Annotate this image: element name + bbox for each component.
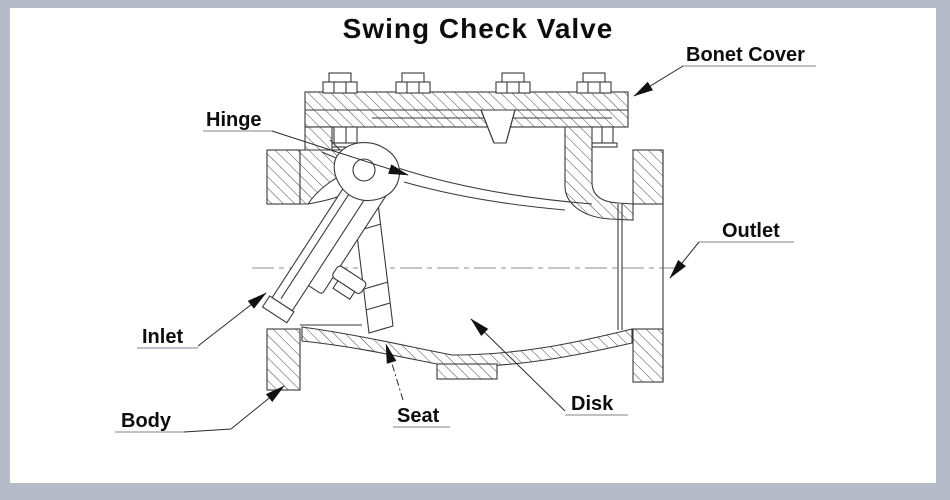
passage-upper-wall	[397, 167, 593, 205]
callout-inlet: Inlet	[137, 292, 267, 349]
valve-drawing	[252, 72, 678, 391]
callout-outlet: Outlet	[669, 220, 794, 279]
bonet-cover-leader-line	[633, 65, 684, 97]
outlet-leader-line	[669, 241, 700, 279]
label-body: Body	[121, 410, 172, 432]
label-outlet: Outlet	[722, 220, 780, 242]
bonnet-cover-part	[304, 91, 629, 144]
callout-body: Body	[115, 385, 285, 433]
disk-part	[261, 174, 389, 324]
label-hinge: Hinge	[206, 109, 262, 131]
callout-hinge: Hinge	[203, 109, 409, 176]
callout-bonet-cover: Bonet Cover	[633, 44, 816, 97]
body-bottom-boss	[436, 363, 498, 380]
cover-bolts	[322, 72, 612, 94]
callout-disk: Disk	[470, 318, 628, 416]
callouts: Bonet Cover Hinge Outlet Inlet Body	[115, 44, 816, 433]
bolt-icon	[395, 72, 431, 94]
body-leader-line	[183, 385, 285, 433]
inlet-flange	[266, 149, 362, 391]
outlet-flange	[617, 149, 664, 383]
label-bonet-cover: Bonet Cover	[686, 44, 805, 66]
inlet-leader-line	[197, 292, 267, 347]
body-bottom-wall	[301, 326, 633, 368]
disk-leader-line	[470, 318, 566, 412]
bonnet-right-leg	[564, 126, 634, 221]
disk-stem-nut	[332, 280, 356, 300]
hinge-leader-line	[271, 130, 409, 176]
callout-seat: Seat	[385, 343, 450, 428]
hinge-part	[321, 139, 401, 202]
seat-leader-line	[385, 343, 404, 401]
label-inlet: Inlet	[142, 326, 183, 348]
hinge-pin-icon	[352, 158, 376, 182]
passage-upper-wall-inner	[403, 181, 566, 211]
label-seat: Seat	[397, 405, 440, 427]
bolt-icon	[495, 72, 531, 94]
bolt-icon	[576, 72, 612, 94]
page-title: Swing Check Valve	[343, 13, 614, 44]
label-disk: Disk	[571, 393, 614, 415]
bolt-icon	[322, 72, 358, 94]
